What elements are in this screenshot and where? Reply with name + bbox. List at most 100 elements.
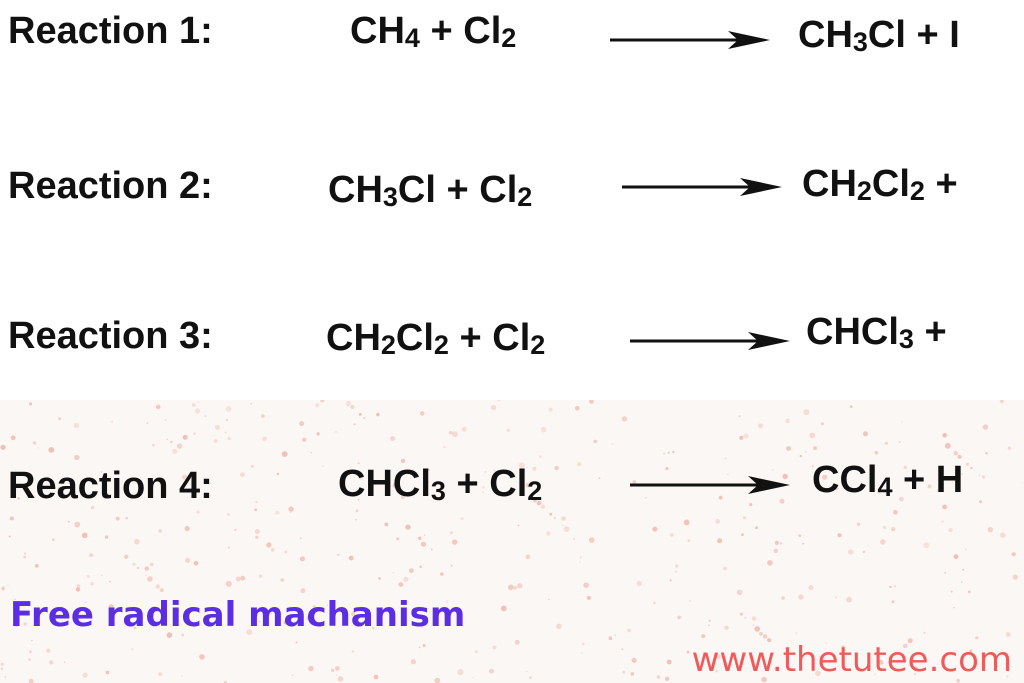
speckle-dot bbox=[316, 432, 320, 436]
reactant-b: Cl2 bbox=[489, 463, 542, 506]
speckle-dot bbox=[209, 483, 211, 485]
speckle-dot bbox=[52, 538, 55, 542]
speckle-dot bbox=[357, 462, 360, 465]
reaction-row-1: Reaction 1: CH4 + Cl2 CH3Cl + I bbox=[0, 0, 1024, 90]
speckle-dot bbox=[89, 553, 94, 558]
speckle-dot bbox=[306, 616, 311, 621]
speckle-dot bbox=[759, 631, 763, 636]
speckle-dot bbox=[250, 464, 254, 468]
reactant-formula: CH4 + Cl2 bbox=[350, 10, 516, 53]
speckle-dot bbox=[400, 495, 405, 500]
speckle-dot bbox=[960, 473, 963, 476]
product-formula: CHCl3 + bbox=[806, 311, 947, 354]
speckle-dot bbox=[586, 595, 591, 600]
speckle-dot bbox=[357, 498, 360, 501]
formula-subscript: 4 bbox=[877, 472, 893, 502]
speckle-dot bbox=[446, 600, 449, 603]
speckle-dot bbox=[68, 520, 70, 523]
speckle-dot bbox=[715, 519, 721, 524]
speckle-dot bbox=[718, 495, 723, 500]
speckle-dot bbox=[563, 526, 570, 532]
formula-subscript: 3 bbox=[430, 476, 446, 506]
speckle-dot bbox=[744, 616, 747, 619]
speckle-dot bbox=[957, 454, 962, 459]
speckle-dot bbox=[226, 419, 229, 422]
speckle-dot bbox=[421, 541, 426, 547]
speckle-dot bbox=[953, 607, 955, 609]
speckle-dot bbox=[392, 571, 395, 574]
speckle-dot bbox=[837, 533, 842, 538]
speckle-dot bbox=[627, 628, 631, 633]
speckle-dot bbox=[631, 657, 637, 663]
speckle-dot bbox=[1012, 574, 1018, 580]
speckle-dot bbox=[14, 598, 16, 601]
speckle-dot bbox=[743, 516, 747, 520]
speckle-dot bbox=[434, 677, 441, 683]
speckled-background bbox=[0, 400, 1024, 683]
speckle-dot bbox=[834, 486, 839, 491]
speckle-dot bbox=[46, 648, 51, 653]
speckle-dot bbox=[670, 533, 674, 537]
reaction-label: Reaction 3: bbox=[8, 315, 213, 357]
speckle-dot bbox=[281, 451, 288, 457]
speckle-dot bbox=[108, 604, 114, 610]
speckle-dot bbox=[677, 615, 681, 620]
speckle-dot bbox=[422, 644, 426, 647]
speckle-dot bbox=[335, 674, 338, 676]
speckle-dot bbox=[589, 400, 594, 404]
speckle-dot bbox=[74, 454, 80, 461]
speckle-dot bbox=[372, 627, 375, 629]
speckle-dot bbox=[770, 656, 773, 659]
speckle-dot bbox=[90, 582, 94, 586]
speckle-dot bbox=[430, 548, 433, 551]
speckle-dot bbox=[739, 435, 744, 440]
speckle-dot bbox=[898, 441, 901, 443]
speckle-dot bbox=[420, 411, 425, 416]
speckle-dot bbox=[482, 491, 484, 493]
speckle-dot bbox=[813, 446, 818, 451]
speckle-dot bbox=[347, 404, 349, 407]
formula-text: Cl bbox=[395, 317, 434, 359]
speckle-dot bbox=[513, 585, 518, 590]
speckle-dot bbox=[227, 436, 231, 441]
speckle-dot bbox=[124, 554, 129, 559]
speckle-dot bbox=[999, 400, 1004, 404]
speckle-dot bbox=[37, 446, 40, 449]
speckle-dot bbox=[614, 634, 616, 636]
speckle-dot bbox=[862, 431, 868, 437]
reactant-b: Cl2 bbox=[492, 317, 546, 360]
formula-text: Cl bbox=[489, 463, 528, 505]
speckle-dot bbox=[1006, 675, 1009, 678]
formula-subscript: 2 bbox=[530, 330, 546, 360]
speckle-dot bbox=[484, 471, 487, 473]
speckle-dot bbox=[225, 406, 232, 412]
speckle-dot bbox=[448, 430, 453, 435]
speckle-dot bbox=[111, 420, 114, 423]
speckle-dot bbox=[58, 417, 62, 421]
speckle-dot bbox=[75, 587, 81, 592]
speckle-dot bbox=[163, 606, 165, 609]
speckle-dot bbox=[663, 452, 666, 455]
speckle-dot bbox=[234, 528, 237, 531]
speckle-dot bbox=[424, 534, 426, 536]
speckle-dot bbox=[970, 466, 973, 470]
speckle-dot bbox=[878, 659, 884, 665]
speckle-dot bbox=[548, 407, 553, 412]
speckle-dot bbox=[315, 403, 320, 408]
speckle-dot bbox=[539, 455, 542, 458]
speckle-dot bbox=[517, 524, 520, 527]
speckle-dot bbox=[489, 668, 494, 674]
reaction-arrow bbox=[610, 31, 770, 49]
speckle-dot bbox=[575, 406, 580, 411]
speckle-dot bbox=[13, 622, 19, 627]
formula-text: Cl bbox=[479, 169, 518, 211]
speckle-dot bbox=[548, 598, 550, 601]
speckle-dot bbox=[254, 529, 260, 535]
speckle-dot bbox=[901, 421, 903, 423]
formula-text: + bbox=[913, 311, 947, 353]
speckle-dot bbox=[181, 633, 185, 637]
speckle-dot bbox=[985, 452, 988, 455]
speckle-dot bbox=[384, 522, 389, 527]
speckle-dot bbox=[529, 676, 532, 679]
speckle-dot bbox=[561, 516, 566, 521]
